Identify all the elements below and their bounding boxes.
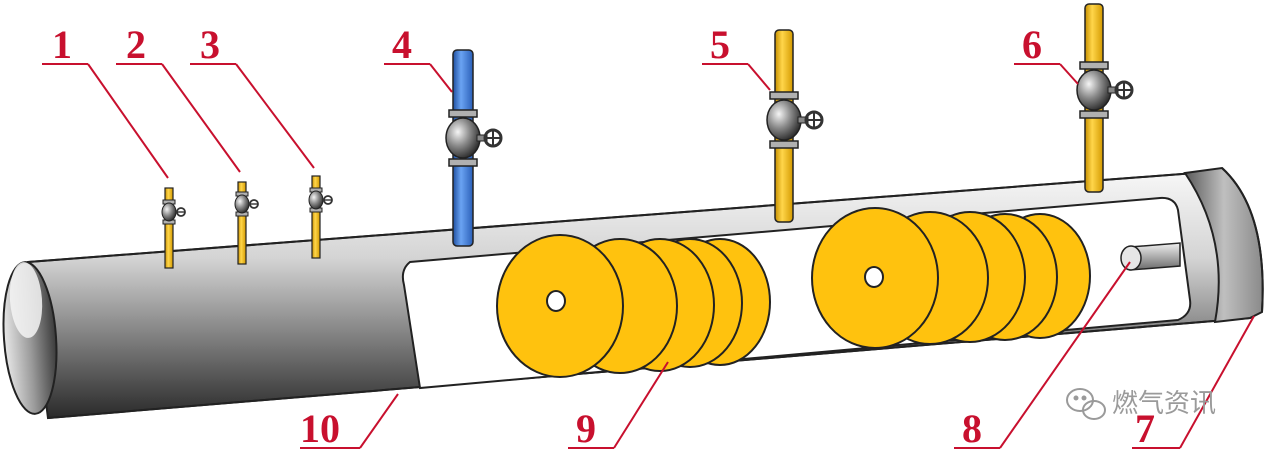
label-4: 4: [384, 22, 453, 93]
label-1-text: 1: [52, 22, 72, 67]
pig-discs-right: [811, 207, 1091, 349]
pipe-open-end: [2, 261, 58, 415]
small-pipe-3: [308, 175, 333, 259]
label-10-text: 10: [300, 406, 340, 451]
label-5-text: 5: [710, 22, 730, 67]
end-cap: [1183, 166, 1264, 324]
label-6: 6: [1014, 22, 1079, 85]
label-8: 8: [954, 261, 1131, 451]
label-10: 10: [300, 393, 399, 451]
watermark: 燃气资讯: [1066, 388, 1216, 420]
small-pipe-2: [234, 181, 259, 265]
label-5: 5: [702, 22, 771, 91]
label-7-text: 7: [1135, 406, 1155, 451]
label-6-text: 6: [1022, 22, 1042, 67]
watermark-text: 燃气资讯: [1112, 389, 1216, 419]
label-9: 9: [568, 361, 669, 451]
label-1: 1: [42, 22, 169, 179]
label-9-text: 9: [576, 406, 596, 451]
pig-discs-left: [496, 234, 771, 378]
yellow-pipe-5: [765, 29, 824, 223]
label-3-text: 3: [200, 22, 220, 67]
label-2: 2: [116, 22, 241, 173]
wechat-icon: [1066, 388, 1106, 420]
small-pipe-1: [161, 187, 186, 269]
label-8-text: 8: [962, 406, 982, 451]
yellow-pipe-6: [1075, 3, 1134, 193]
label-2-text: 2: [126, 22, 146, 67]
blue-pipe-4: [444, 49, 503, 247]
push-rod: [1120, 242, 1181, 271]
label-3: 3: [190, 22, 315, 169]
label-4-text: 4: [392, 22, 412, 67]
label-7: 7: [1132, 315, 1255, 451]
